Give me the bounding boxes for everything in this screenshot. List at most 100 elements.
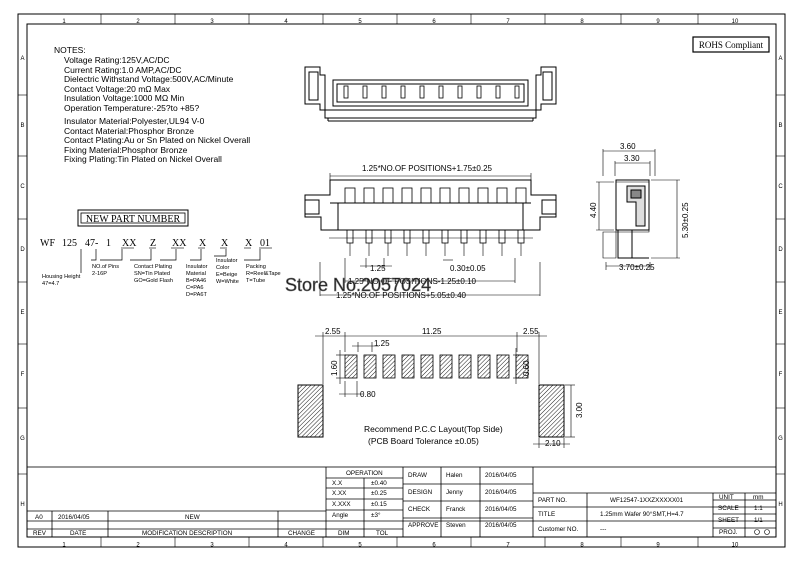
part-number-legend-insulator: Insulator	[186, 264, 208, 270]
column-marker: 6	[432, 543, 436, 549]
part-number-legend-insulator: C=PA6	[186, 285, 203, 291]
top-view-pin	[419, 85, 425, 99]
note-line: Fixing Plating:Tin Plated on Nickel Over…	[64, 154, 222, 164]
note-line: Insulator Material:Polyester,UL94 V-0	[64, 116, 205, 126]
row-marker: E	[778, 310, 782, 316]
pcb-signal-pad	[382, 354, 396, 379]
front-view-pin-top	[401, 187, 413, 204]
column-marker: 7	[506, 19, 510, 25]
pcb-dim-pitch: 1.25	[374, 339, 390, 348]
front-dim-lines	[319, 258, 541, 296]
front-view-pin-top	[496, 187, 508, 204]
part-number-legend-pins: NO.of Pins	[92, 264, 119, 270]
top-view-pin	[362, 85, 368, 99]
row-marker: H	[778, 502, 782, 508]
column-marker: 1	[62, 543, 66, 549]
approval-name: Franck	[446, 506, 466, 513]
column-marker: 2	[136, 543, 140, 549]
part-number-legend-plating: Contact Plating	[134, 264, 172, 270]
note-line: Contact Material:Phosphor Bronze	[64, 125, 194, 136]
pcb-mount-pad-right	[538, 384, 565, 438]
sheet-value: 1/1	[754, 517, 763, 524]
column-marker: 1	[62, 19, 66, 25]
part-number-legend-insulator: D=PA6T	[186, 292, 207, 298]
top-view-pin	[495, 85, 501, 99]
approval-role: DRAW	[408, 472, 428, 479]
part-number-legend-color: E=Beige	[216, 272, 237, 278]
side-dim-3-70: 3.70±0.25	[619, 263, 655, 272]
rev-header: REV	[33, 530, 46, 537]
pcb-dim-0-80: 0.80	[360, 390, 376, 399]
row-marker: E	[20, 310, 24, 316]
operation-tol: ±0.15	[371, 501, 387, 508]
rev-desc-value: NEW	[185, 514, 200, 521]
approval-role: APPROVE	[408, 522, 439, 529]
pcb-dim-1-60: 1.60	[330, 360, 339, 376]
bottom-span-dim-2: 1.25*NO.OF POSITIONS+5.05±0.40	[336, 291, 467, 300]
side-dim-3-60: 3.60	[620, 142, 636, 151]
column-marker: 5	[358, 543, 362, 549]
top-span-dim: 1.25*NO.OF POSITIONS+1.75±0.25	[362, 164, 493, 173]
approval-name: Jenny	[446, 489, 463, 496]
pcb-dim-3-00: 3.00	[575, 402, 584, 418]
sheet-label: SHEET	[718, 517, 739, 524]
customer-no-label: Customer NO.	[538, 526, 579, 533]
operation-dim: X.XXX	[332, 501, 351, 508]
front-view-pin-top	[477, 187, 489, 204]
part-number-segment: Z	[150, 238, 156, 249]
pcb-layout: 2.55 11.25 2.55 1.25 1.60 0.60 0.80 3.00…	[297, 327, 584, 448]
side-dim-5-30: 5.30±0.25	[681, 202, 690, 238]
top-view-pin	[514, 85, 520, 99]
approval-date: 2016/04/05	[485, 506, 517, 513]
part-number-segment: 47-	[85, 238, 98, 249]
connector-front-view	[304, 173, 557, 256]
top-view-pin	[457, 85, 463, 99]
operation-tol: ±3°	[371, 512, 381, 519]
approval-role: CHECK	[408, 506, 431, 513]
pcb-dim-2-55-left: 2.55	[325, 327, 341, 336]
operation-title: OPERATION	[346, 470, 383, 477]
pcb-signal-pad	[420, 354, 434, 379]
front-view-pin-top	[439, 187, 451, 204]
column-marker: 9	[656, 543, 660, 549]
part-number-legend-housing: Housing Height	[42, 274, 81, 280]
front-view-pin-top	[382, 187, 394, 204]
part-number-segment: 01	[260, 238, 270, 249]
pcb-dim-0-60: 0.60	[522, 360, 531, 376]
approval-date: 2016/04/05	[485, 489, 517, 496]
connector-side-view	[596, 149, 680, 270]
part-no-label: PART NO.	[538, 497, 568, 504]
column-marker: 2	[136, 19, 140, 25]
tol-header: TOL	[376, 530, 389, 537]
rev-date-value: 2016/04/05	[58, 514, 90, 521]
column-marker: 9	[656, 19, 660, 25]
row-marker: C	[20, 184, 25, 190]
column-marker: 4	[284, 543, 288, 549]
operation-tol: ±0.40	[371, 480, 387, 487]
column-marker: 10	[732, 543, 739, 549]
front-view-pin-top	[458, 187, 470, 204]
column-marker: 4	[284, 19, 288, 25]
approval-name: Steven	[446, 522, 466, 529]
approval-date: 2016/04/05	[485, 522, 517, 529]
row-marker: D	[778, 247, 783, 253]
front-view-pin-top	[420, 187, 432, 204]
notes-title: NOTES:	[54, 45, 86, 55]
row-marker: H	[20, 502, 24, 508]
customer-no-value: ---	[600, 526, 607, 533]
part-number-segment: XX	[122, 238, 137, 249]
note-line: Voltage Rating:125V,AC/DC	[64, 55, 170, 65]
part-number-segment: X	[245, 238, 253, 249]
part-number-legend-packing: T=Tube	[246, 278, 265, 284]
row-marker: C	[778, 184, 783, 190]
top-view-pin	[343, 85, 349, 99]
top-view-pin	[438, 85, 444, 99]
outer-frame	[17, 13, 786, 548]
title-label: TITLE	[538, 511, 556, 518]
note-line: Contact Plating:Au or Sn Plated on Nicke…	[64, 135, 251, 145]
side-dim-4-40: 4.40	[589, 202, 598, 218]
approval-date: 2016/04/05	[485, 472, 517, 479]
part-number-segment: X	[199, 238, 207, 249]
note-line: Dielectric Withstand Voltage:500V,AC/Min…	[64, 74, 234, 84]
